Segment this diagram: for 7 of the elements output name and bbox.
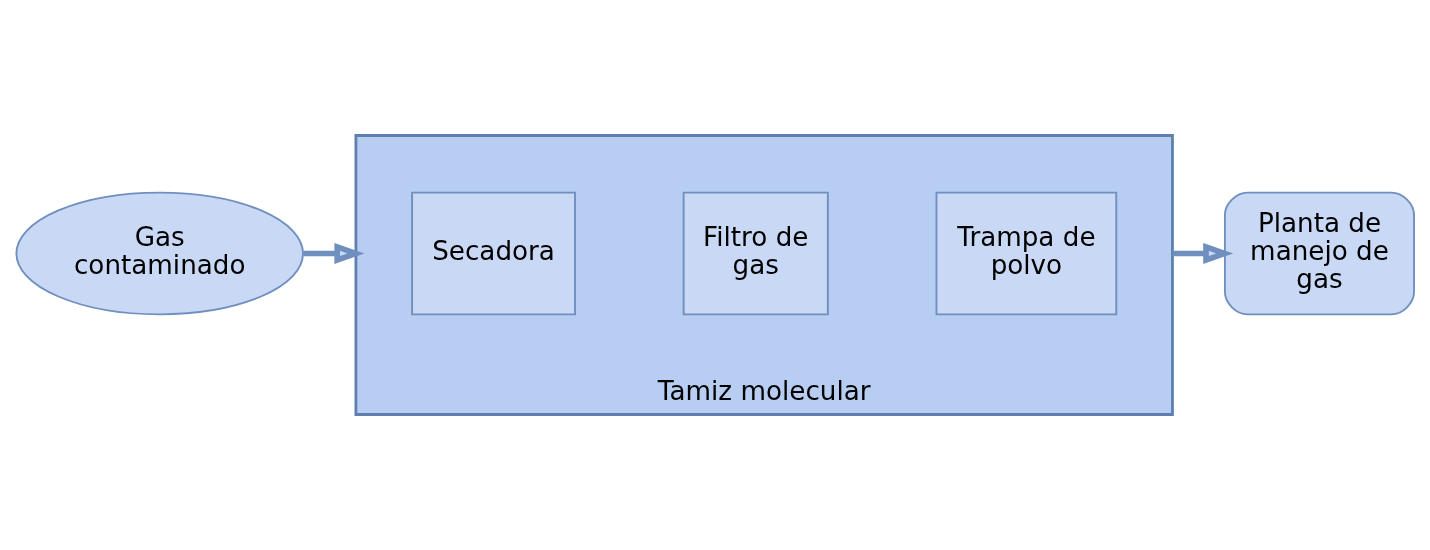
- arrow: [303, 242, 365, 264]
- node-box: Secadora: [411, 191, 576, 316]
- node-box: Planta de manejo de gas: [1223, 191, 1415, 316]
- node-ellipse: Gas contaminado: [15, 191, 304, 316]
- arrow: [1172, 242, 1234, 264]
- node-box: Trampa de polvo: [935, 191, 1118, 316]
- node-box: Filtro de gas: [682, 191, 829, 316]
